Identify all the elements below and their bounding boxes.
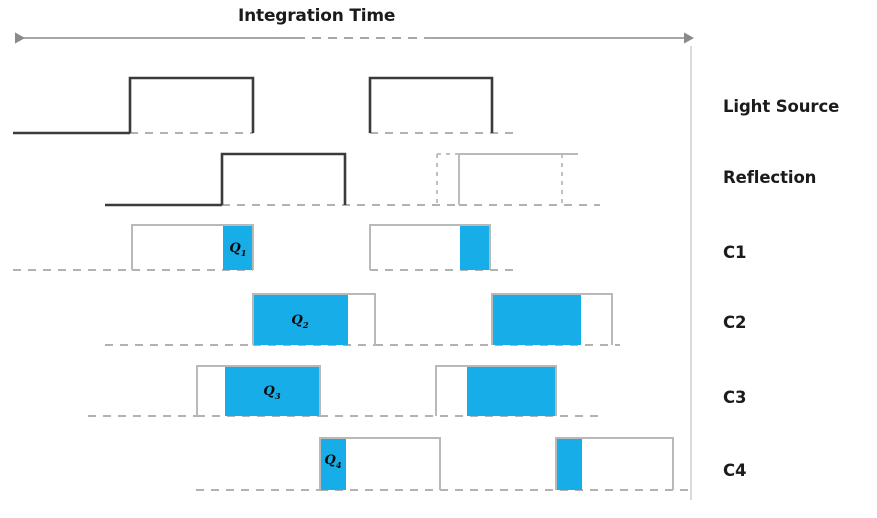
signal-rows [13, 76, 690, 491]
pulse-outline-reflection-0 [220, 152, 347, 205]
charge-fill-c1-1 [460, 225, 490, 270]
signal-row-reflection [105, 152, 600, 207]
pulse-outline-c3-0 [196, 365, 321, 416]
figure-title: Integration Time [238, 6, 396, 26]
pulse-outline-light-source-1 [368, 76, 494, 133]
pulse-outline-c1-0 [131, 224, 254, 270]
pulse-outline-c4-1 [555, 437, 674, 490]
charge-fill-c2-1 [492, 294, 581, 345]
row-label-light-source: Light Source [723, 97, 840, 116]
charge-fill-c2-0 [253, 294, 348, 345]
row-label-c3: C3 [723, 388, 747, 407]
row-label-reflection: Reflection [723, 168, 817, 187]
signal-row-c4 [196, 437, 690, 491]
charge-fill-c4-1 [556, 438, 582, 490]
charge-fill-c1-0 [223, 225, 253, 270]
pulse-outline-light-source-0 [128, 76, 255, 133]
pulse-outline-c4-0 [319, 437, 441, 490]
ghost-pulse-outline-reflection-0 [458, 153, 578, 205]
pulse-outline-c2-1 [491, 293, 613, 345]
pulse-outline-c2-0 [252, 293, 376, 345]
signal-row-c2 [105, 293, 620, 346]
signal-row-c1 [13, 224, 520, 271]
row-label-c2: C2 [723, 313, 747, 332]
charge-fill-c3-0 [225, 366, 320, 416]
pulse-outline-c3-1 [435, 365, 557, 416]
charge-fill-c4-0 [320, 438, 346, 490]
signal-row-c3 [88, 365, 600, 417]
pulse-outline-c1-1 [369, 224, 491, 270]
row-label-c4: C4 [723, 461, 747, 480]
charge-fill-c3-1 [467, 366, 556, 416]
row-label-c1: C1 [723, 243, 747, 262]
signal-row-light-source [13, 76, 520, 135]
